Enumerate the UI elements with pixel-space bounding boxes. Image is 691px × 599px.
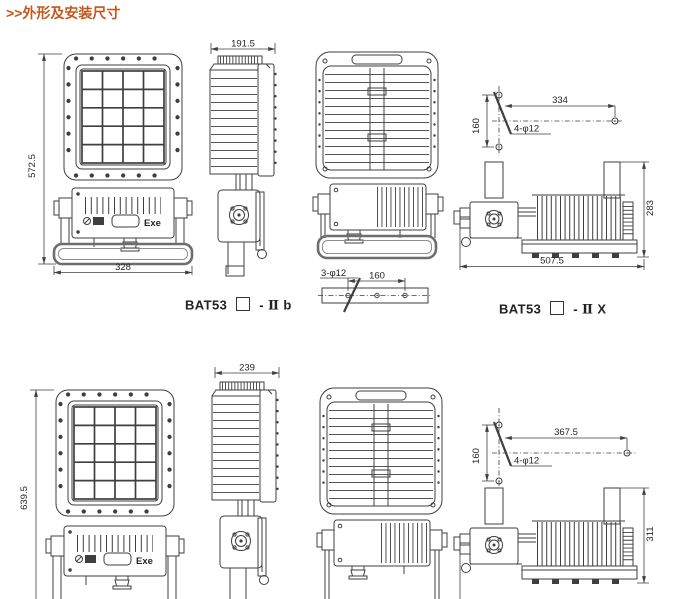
bottom-hole-pitch-dim: 160 <box>471 448 482 464</box>
model-dash: - <box>259 297 264 313</box>
top-front-view: Exe 572.5 328 <box>27 44 196 275</box>
top-hole-pitch-dim: 160 <box>471 118 482 134</box>
model-dash: - <box>573 301 578 317</box>
bar-hole-callout: 3-φ12 <box>321 268 346 279</box>
top-profile-view: 283 507.5 <box>452 158 691 274</box>
top-side-depth-dim: 191.5 <box>231 39 255 50</box>
bottom-side-view: 239 <box>194 364 306 599</box>
top-back-view <box>306 44 448 260</box>
top-front-width-dim: 328 <box>115 262 131 273</box>
model-label-left: BAT53 - Ⅱ b <box>185 297 292 314</box>
top-hole-pattern: 160 334 4-φ12 <box>471 86 624 156</box>
bar-hole-pitch-dim: 160 <box>369 271 385 282</box>
bottom-profile-height-dim: 311 <box>645 526 656 541</box>
top-profile-length-dim: 507.5 <box>540 256 564 267</box>
bottom-profile-view: 311 <box>452 486 691 599</box>
placeholder-box-icon <box>236 297 251 311</box>
bottom-hole-span-dim: 367.5 <box>554 427 578 438</box>
model-series: Ⅱ <box>582 302 594 318</box>
bottom-front-exe-label: Exe <box>136 556 153 567</box>
model-variant: X <box>597 301 607 317</box>
mounting-bar-view: 3-φ12 160 <box>318 268 432 313</box>
model-name: BAT53 <box>185 297 228 313</box>
model-variant: b <box>283 297 292 313</box>
model-series: Ⅱ <box>268 298 280 314</box>
top-side-view: 191.5 <box>190 39 302 277</box>
bottom-front-view: 639.5 Exe <box>19 378 188 599</box>
bottom-hole-callout: 4-φ12 <box>514 456 539 467</box>
placeholder-box-icon <box>550 301 565 315</box>
bottom-back-view <box>310 382 452 599</box>
top-front-exe-label: Exe <box>144 218 161 229</box>
bottom-hole-pattern: 160 367.5 4-φ12 <box>471 408 636 486</box>
bottom-front-height-dim: 639.5 <box>19 486 30 510</box>
top-hole-span-dim: 334 <box>552 95 568 106</box>
model-label-right: BAT53 - Ⅱ X <box>499 301 606 318</box>
top-profile-height-dim: 283 <box>645 200 656 216</box>
bottom-side-depth-dim: 239 <box>239 363 255 374</box>
page-title: >>外形及安装尺寸 <box>6 5 121 21</box>
top-front-height-dim: 572.5 <box>27 154 38 178</box>
top-hole-callout: 4-φ12 <box>514 124 539 135</box>
model-name: BAT53 <box>499 301 542 317</box>
